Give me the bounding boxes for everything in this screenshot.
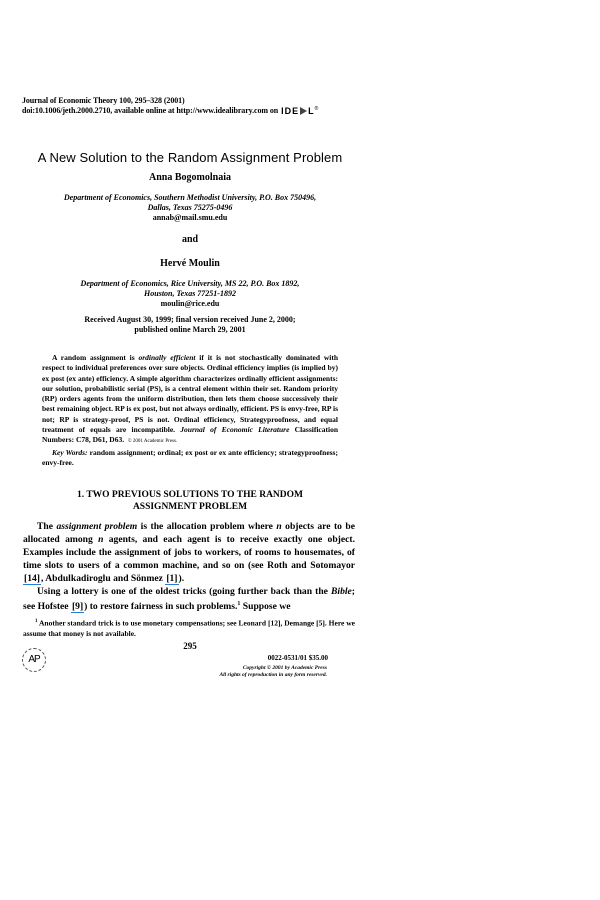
ideal-logo-text: IDE xyxy=(281,106,300,116)
abstract-copyright: © 2001 Academic Press. xyxy=(127,439,178,445)
author-separator: and xyxy=(181,234,199,245)
jel-codes: Classification Numbers: C78, D61, D63. xyxy=(42,425,339,445)
body-text-segment: agents, and each agent is to receive exa… xyxy=(23,534,355,571)
abstract-emphasis: ordinally efficient xyxy=(138,353,196,362)
academic-press-logo-icon: AP xyxy=(22,648,46,672)
body-emphasis: assignment problem xyxy=(56,521,138,532)
footnote-text: Another standard trick is to use monetar… xyxy=(23,618,355,638)
footnote-number: 1 xyxy=(35,619,38,624)
journal-line-1: Journal of Economic Theory 100, 295–328 … xyxy=(22,96,185,105)
issn-price: 0022-0531/01 $35.00 xyxy=(267,654,328,662)
body-text-segment: objects are to be allocated among xyxy=(23,521,355,545)
author-affiliation-2: Department of Economics, Rice University… xyxy=(0,279,380,309)
body-text-segment: ) to restore fairness in such problems. xyxy=(84,601,238,613)
section-heading: 1. TWO PREVIOUS SOLUTIONS TO THE RANDOM … xyxy=(0,489,380,513)
citation-link-9[interactable]: [9] xyxy=(70,601,85,614)
citation-link-14[interactable]: [14] xyxy=(23,573,41,585)
body-text-segment: , Abdulkadiroglu and Sönmez xyxy=(40,573,166,584)
body-text-segment: is the allocation problem where xyxy=(137,521,277,532)
body-text-segment: ). xyxy=(178,573,185,584)
body-text-segment: ; see Hofstee xyxy=(23,586,355,613)
page-number: 295 xyxy=(183,641,197,651)
body-text-segment: The xyxy=(37,521,57,532)
ideal-arrow-icon xyxy=(300,107,308,115)
article-title: A New Solution to the Random Assignment … xyxy=(37,150,343,165)
affiliation-2-line-2: Houston, Texas 77251-1892 xyxy=(144,289,236,298)
received-line-2: published online March 29, 2001 xyxy=(134,325,246,334)
footnote: 1 Another standard trick is to use monet… xyxy=(23,617,355,639)
affiliation-1-line-2: Dallas, Texas 75275-0496 xyxy=(147,203,233,212)
jel-label: Journal of Economic Literature xyxy=(180,425,290,435)
section-heading-line-2: ASSIGNMENT PROBLEM xyxy=(132,502,248,512)
ideal-registered-mark: ® xyxy=(314,106,320,112)
keywords-label: Key Words: xyxy=(52,447,88,457)
affiliation-2-line-1: Department of Economics, Rice University… xyxy=(80,279,300,288)
abstract-text-b: if it is not stochastically dominated wi… xyxy=(42,353,338,435)
body-emphasis: Bible xyxy=(331,586,352,597)
journal-doi-text: doi:10.1006/jeth.2000.2710, available on… xyxy=(22,106,279,115)
section-heading-line-1: 1. TWO PREVIOUS SOLUTIONS TO THE RANDOM xyxy=(76,490,304,500)
abstract: A random assignment is ordinally efficie… xyxy=(42,353,338,468)
affiliation-1-line-1: Department of Economics, Southern Method… xyxy=(63,193,317,202)
ideal-logo-icon: IDE L® xyxy=(281,105,319,116)
author-name-1: Anna Bogomolnaia xyxy=(149,172,231,183)
copyright-line-1: Copyright © 2001 by Academic Press xyxy=(242,665,327,671)
math-variable: n xyxy=(276,521,282,532)
author-email-1[interactable]: annab@mail.smu.edu xyxy=(152,213,228,222)
author-name-2: Hervé Moulin xyxy=(160,258,220,269)
copyright-notice: Copyright © 2001 by Academic Press All r… xyxy=(219,665,327,679)
received-dates: Received August 30, 1999; final version … xyxy=(0,315,380,335)
citation-link-1[interactable]: [1] xyxy=(165,573,179,585)
journal-line-2: doi:10.1006/jeth.2000.2710, available on… xyxy=(22,105,319,116)
keywords-text: random assignment; ordinal; ex post or e… xyxy=(42,447,338,467)
received-line-1: Received August 30, 1999; final version … xyxy=(84,315,296,324)
body-text: The assignment problem is the allocation… xyxy=(23,520,355,614)
math-variable: n xyxy=(98,534,104,545)
footnote-marker[interactable]: 1 xyxy=(237,601,241,607)
author-email-2[interactable]: moulin@rice.edu xyxy=(160,299,220,308)
body-text-segment: Suppose we xyxy=(240,601,291,613)
abstract-text-a: A random assignment is xyxy=(52,353,139,362)
ideal-logo-tail: L xyxy=(308,106,315,116)
author-affiliation-1: Department of Economics, Southern Method… xyxy=(0,193,380,223)
body-text-segment: Using a lottery is one of the oldest tri… xyxy=(37,586,331,597)
copyright-line-2: All rights of reproduction in any form r… xyxy=(219,672,327,678)
journal-citation: Journal of Economic Theory 100, 295–328 … xyxy=(22,96,319,116)
